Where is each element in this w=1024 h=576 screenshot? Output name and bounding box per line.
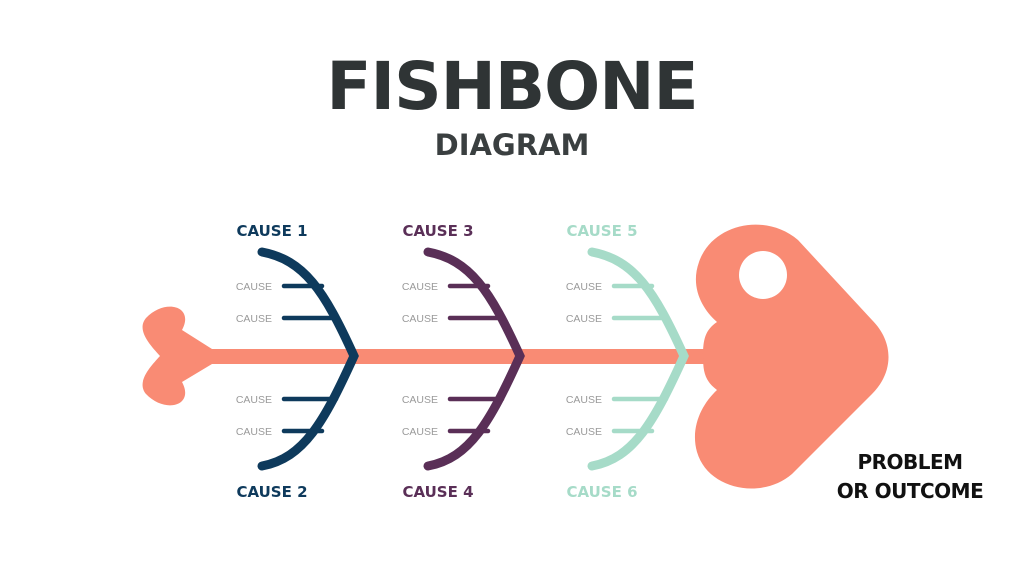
sub-cause-label-1-3: CAUSE xyxy=(236,394,272,406)
cause-bone-2 xyxy=(423,247,525,471)
problem-outcome-label: PROBLEM OR OUTCOME xyxy=(808,448,1012,506)
sub-cause-label-3-2: CAUSE xyxy=(566,313,602,325)
sub-cause-label-2-4: CAUSE xyxy=(402,426,438,438)
fish-tail xyxy=(142,306,212,406)
outcome-line-1: PROBLEM xyxy=(857,450,963,474)
cause-label-2: CAUSE 2 xyxy=(236,483,307,501)
page-subtitle: DIAGRAM xyxy=(434,128,590,162)
cause-label-5: CAUSE 5 xyxy=(566,222,637,240)
sub-cause-label-2-2: CAUSE xyxy=(402,313,438,325)
cause-label-1: CAUSE 1 xyxy=(236,222,307,240)
outcome-line-2: OR OUTCOME xyxy=(836,479,984,503)
cause-label-3: CAUSE 3 xyxy=(402,222,473,240)
sub-cause-label-3-4: CAUSE xyxy=(566,426,602,438)
fish-head xyxy=(694,224,889,489)
cause-bone-3 xyxy=(587,247,689,471)
sub-cause-label-2-3: CAUSE xyxy=(402,394,438,406)
sub-cause-label-3-3: CAUSE xyxy=(566,394,602,406)
sub-cause-label-1-2: CAUSE xyxy=(236,313,272,325)
sub-cause-label-1-4: CAUSE xyxy=(236,426,272,438)
cause-bone-1 xyxy=(257,247,359,471)
fish-spine xyxy=(195,349,740,364)
sub-cause-label-2-1: CAUSE xyxy=(402,281,438,293)
cause-label-4: CAUSE 4 xyxy=(402,483,473,501)
sub-cause-label-1-1: CAUSE xyxy=(236,281,272,293)
sub-cause-label-3-1: CAUSE xyxy=(566,281,602,293)
fish-eye xyxy=(739,251,787,299)
cause-label-6: CAUSE 6 xyxy=(566,483,637,501)
page-title: FISHBONE xyxy=(326,48,698,125)
